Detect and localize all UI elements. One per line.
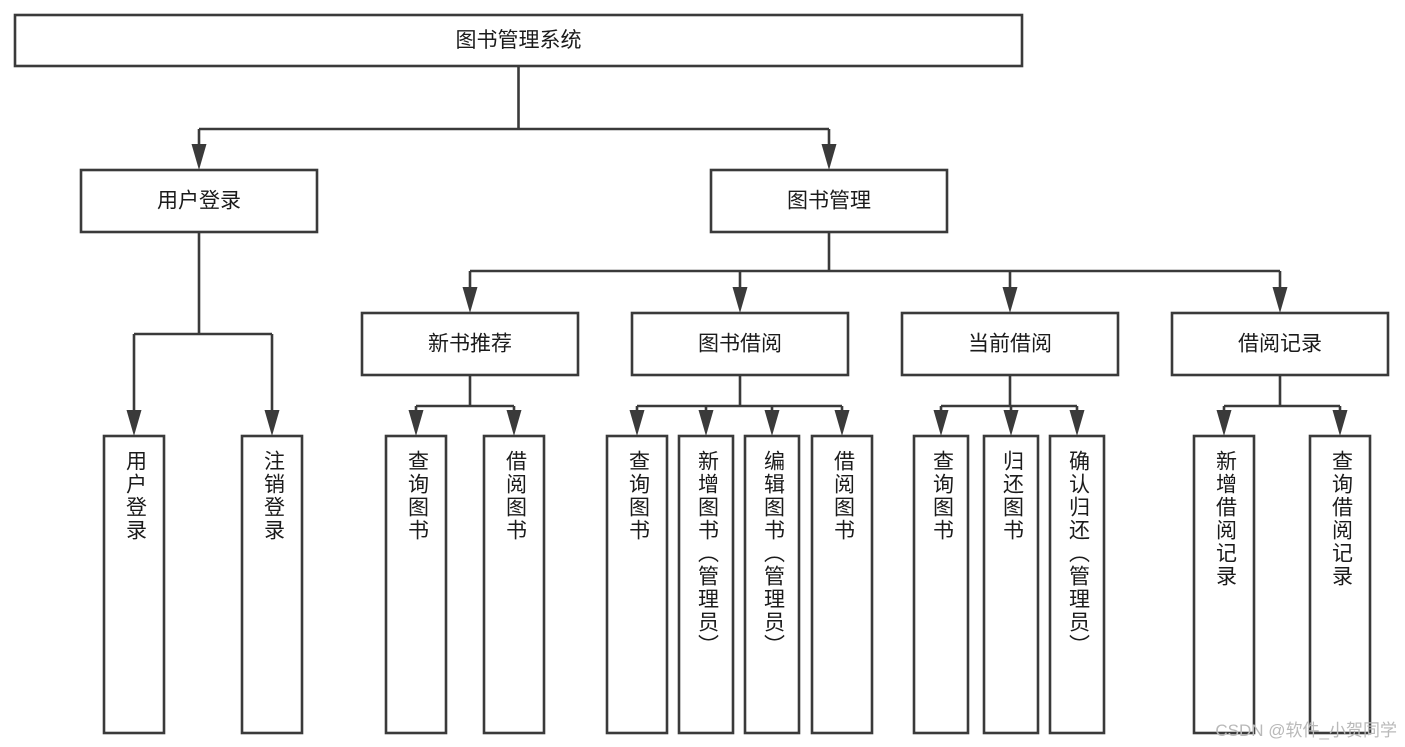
node-book-manage[interactable]: 图书管理	[709, 168, 949, 234]
node-box	[810, 434, 874, 735]
node-label: 归还图书	[1000, 450, 1024, 542]
node-label: 新增图书（管理员）	[695, 450, 719, 657]
node-label: 用户登录	[123, 450, 147, 542]
node-leaf-edit-book[interactable]: 编辑图书（管理员）	[743, 434, 801, 735]
node-label: 借阅图书	[503, 450, 527, 542]
node-box	[384, 434, 448, 735]
node-box	[1048, 434, 1106, 735]
node-box	[13, 13, 1024, 68]
node-label: 新书推荐	[428, 333, 512, 356]
node-box	[1192, 434, 1256, 735]
node-box	[605, 434, 669, 735]
node-box	[240, 434, 304, 735]
node-book-borrow[interactable]: 图书借阅	[630, 311, 850, 377]
arrow-head-icon	[264, 410, 280, 436]
node-box	[630, 311, 850, 377]
node-label: 当前借阅	[968, 333, 1052, 356]
node-box	[79, 168, 319, 234]
node-label: 确认归还（管理员）	[1066, 450, 1090, 657]
node-leaf-query-book-1[interactable]: 查询图书	[384, 434, 448, 735]
node-leaf-add-record[interactable]: 新增借阅记录	[1192, 434, 1256, 735]
node-box	[102, 434, 166, 735]
node-label: 借阅图书	[831, 450, 855, 542]
node-box	[482, 434, 546, 735]
node-label: 查询图书	[405, 450, 429, 542]
node-label: 编辑图书（管理员）	[761, 450, 785, 657]
node-leaf-confirm-return[interactable]: 确认归还（管理员）	[1048, 434, 1106, 735]
node-leaf-query-book-3[interactable]: 查询图书	[912, 434, 970, 735]
node-box	[709, 168, 949, 234]
node-leaf-borrow-book-2[interactable]: 借阅图书	[810, 434, 874, 735]
node-box	[360, 311, 580, 377]
node-label: 用户登录	[157, 190, 241, 213]
arrow-head-icon	[821, 144, 837, 170]
node-layer: 图书管理系统用户登录图书管理新书推荐图书借阅当前借阅借阅记录用户登录注销登录查询…	[13, 13, 1390, 735]
node-box	[982, 434, 1040, 735]
node-label: 图书管理系统	[456, 29, 582, 52]
node-user-login[interactable]: 用户登录	[79, 168, 319, 234]
arrow-head-icon	[1003, 410, 1019, 436]
arrow-head-icon	[126, 410, 142, 436]
arrow-head-icon	[506, 410, 522, 436]
node-box	[912, 434, 970, 735]
node-label: 图书管理	[787, 190, 871, 213]
node-leaf-add-book[interactable]: 新增图书（管理员）	[677, 434, 735, 735]
node-label: 借阅记录	[1238, 333, 1322, 356]
arrow-head-icon	[1332, 410, 1348, 436]
node-borrow-record[interactable]: 借阅记录	[1170, 311, 1390, 377]
node-leaf-return-book[interactable]: 归还图书	[982, 434, 1040, 735]
node-leaf-logout[interactable]: 注销登录	[240, 434, 304, 735]
node-current-borrow[interactable]: 当前借阅	[900, 311, 1120, 377]
node-label: 查询借阅记录	[1329, 450, 1353, 588]
node-box	[900, 311, 1120, 377]
node-box	[1170, 311, 1390, 377]
node-leaf-query-record[interactable]: 查询借阅记录	[1308, 434, 1372, 735]
arrow-head-icon	[698, 410, 714, 436]
arrow-head-icon	[1069, 410, 1085, 436]
arrow-head-icon	[764, 410, 780, 436]
node-new-book-rec[interactable]: 新书推荐	[360, 311, 580, 377]
node-leaf-query-book-2[interactable]: 查询图书	[605, 434, 669, 735]
arrow-head-icon	[834, 410, 850, 436]
node-label: 新增借阅记录	[1213, 450, 1237, 588]
arrow-head-icon	[462, 287, 478, 313]
node-label: 注销登录	[261, 450, 285, 542]
arrow-head-icon	[629, 410, 645, 436]
arrow-head-icon	[1002, 287, 1018, 313]
arrow-head-icon	[1216, 410, 1232, 436]
node-root[interactable]: 图书管理系统	[13, 13, 1024, 68]
connector-layer	[126, 66, 1348, 436]
node-leaf-user-login[interactable]: 用户登录	[102, 434, 166, 735]
node-box	[677, 434, 735, 735]
node-box	[743, 434, 801, 735]
node-box	[1308, 434, 1372, 735]
node-label: 图书借阅	[698, 333, 782, 356]
node-label: 查询图书	[626, 450, 650, 542]
arrow-head-icon	[191, 144, 207, 170]
arrow-head-icon	[1272, 287, 1288, 313]
arrow-head-icon	[933, 410, 949, 436]
arrow-head-icon	[732, 287, 748, 313]
node-label: 查询图书	[930, 450, 954, 542]
arrow-head-icon	[408, 410, 424, 436]
node-leaf-borrow-book-1[interactable]: 借阅图书	[482, 434, 546, 735]
